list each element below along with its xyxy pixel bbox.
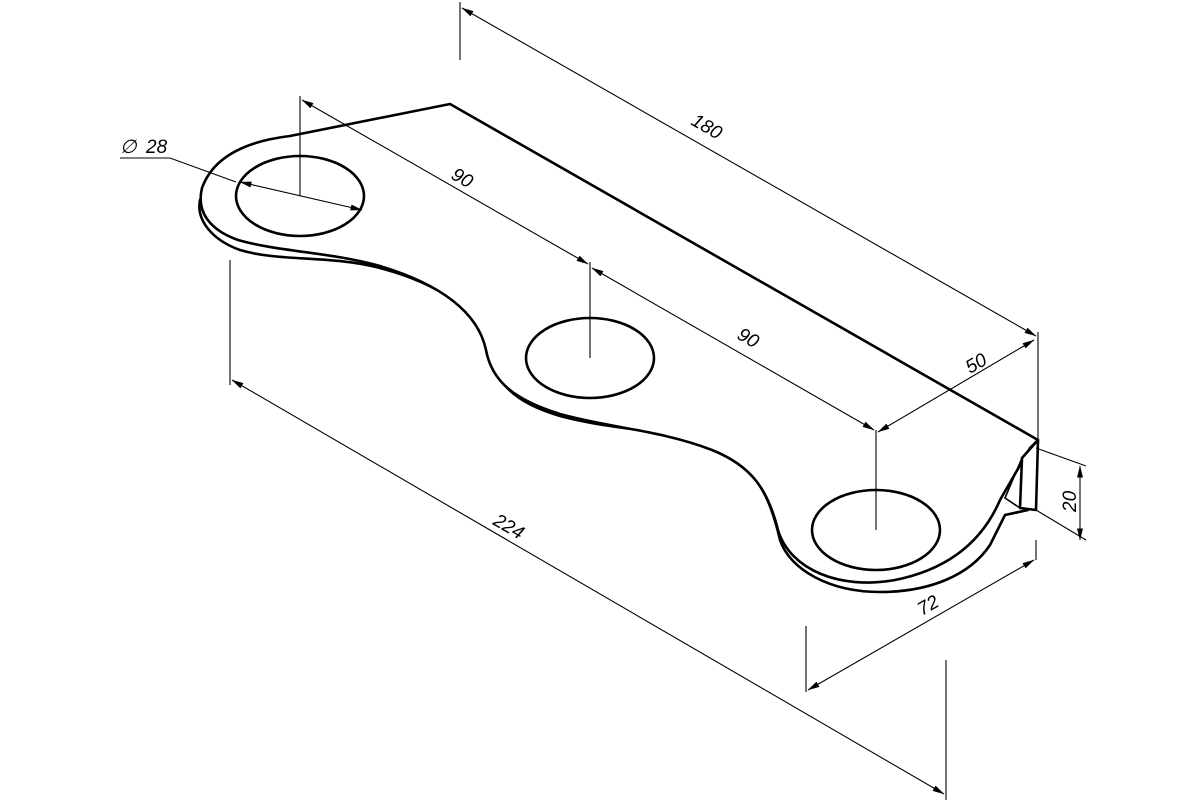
dim-line-72 bbox=[807, 559, 1035, 691]
bracket-part bbox=[198, 102, 1040, 594]
dim-leader-diameter bbox=[120, 157, 237, 183]
dimension-lines bbox=[120, 7, 1083, 795]
label-overall-width-top: 180 bbox=[688, 110, 726, 144]
dim-line-90-a bbox=[301, 99, 589, 265]
label-edge-offset: 50 bbox=[962, 349, 991, 378]
flange-bottom bbox=[1004, 497, 1021, 509]
label-overall-length: 224 bbox=[489, 510, 528, 545]
label-hole-diameter: 28 bbox=[145, 137, 168, 158]
dim-line-180 bbox=[461, 7, 1037, 337]
label-diameter-symbol: ∅ bbox=[120, 137, 138, 158]
dim-line-diameter bbox=[239, 181, 363, 211]
label-flange-height: 20 bbox=[1060, 490, 1081, 513]
dim-line-224 bbox=[231, 379, 945, 795]
label-depth: 72 bbox=[914, 591, 943, 620]
flange-bend-line bbox=[1004, 447, 1031, 499]
